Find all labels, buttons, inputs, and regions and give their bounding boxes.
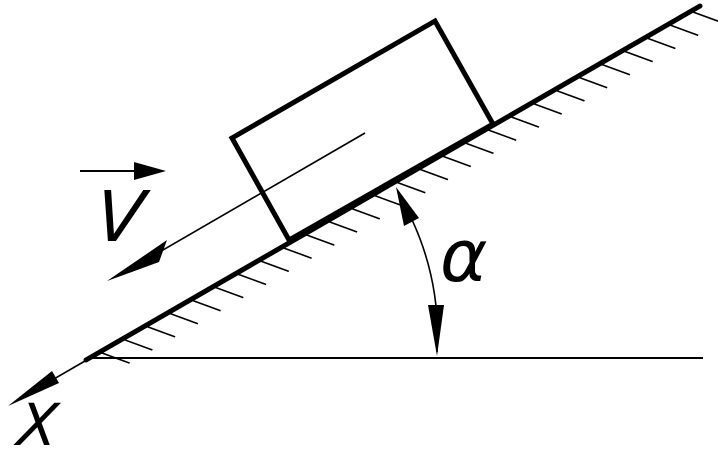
hatch-mark — [213, 285, 244, 299]
hatch-mark — [190, 298, 221, 312]
hatch-mark — [122, 338, 153, 351]
hatch-mark — [144, 325, 176, 338]
hatch-mark — [372, 194, 403, 207]
hatch-mark — [508, 115, 540, 128]
hatch-mark — [99, 351, 130, 364]
hatch-mark — [304, 233, 335, 246]
hatch-mark — [440, 154, 472, 168]
hatch-mark — [463, 141, 494, 155]
velocity-direction-line — [124, 132, 366, 273]
x-axis-label: X — [14, 391, 62, 459]
hatch-mark — [485, 128, 517, 141]
hatch-mark — [667, 23, 699, 37]
hatch-mark — [235, 272, 267, 286]
hatch-mark — [326, 220, 358, 233]
hatch-mark — [645, 36, 676, 50]
velocity-arrowhead — [107, 240, 167, 281]
hatch-mark — [395, 180, 426, 194]
incline-hatching — [99, 10, 718, 364]
velocity-vector-bar-arrowhead — [134, 162, 166, 180]
hatch-mark — [258, 259, 290, 273]
hatch-mark — [417, 167, 449, 181]
angle-arrowhead-lower — [428, 305, 444, 356]
hatch-mark — [576, 76, 608, 89]
hatch-mark — [554, 89, 585, 102]
hatch-mark — [167, 312, 199, 325]
sliding-block — [228, 17, 497, 244]
hatch-mark — [281, 246, 312, 259]
hatch-mark — [531, 102, 562, 115]
hatch-mark — [599, 62, 631, 76]
x-axis-arrowhead — [8, 371, 59, 406]
velocity-label: V — [91, 176, 149, 258]
hatch-mark — [349, 207, 381, 220]
angle-label: α — [440, 214, 488, 298]
hatch-mark — [690, 10, 718, 22]
hatch-mark — [622, 49, 653, 63]
angle-arrowhead-upper — [396, 187, 419, 226]
